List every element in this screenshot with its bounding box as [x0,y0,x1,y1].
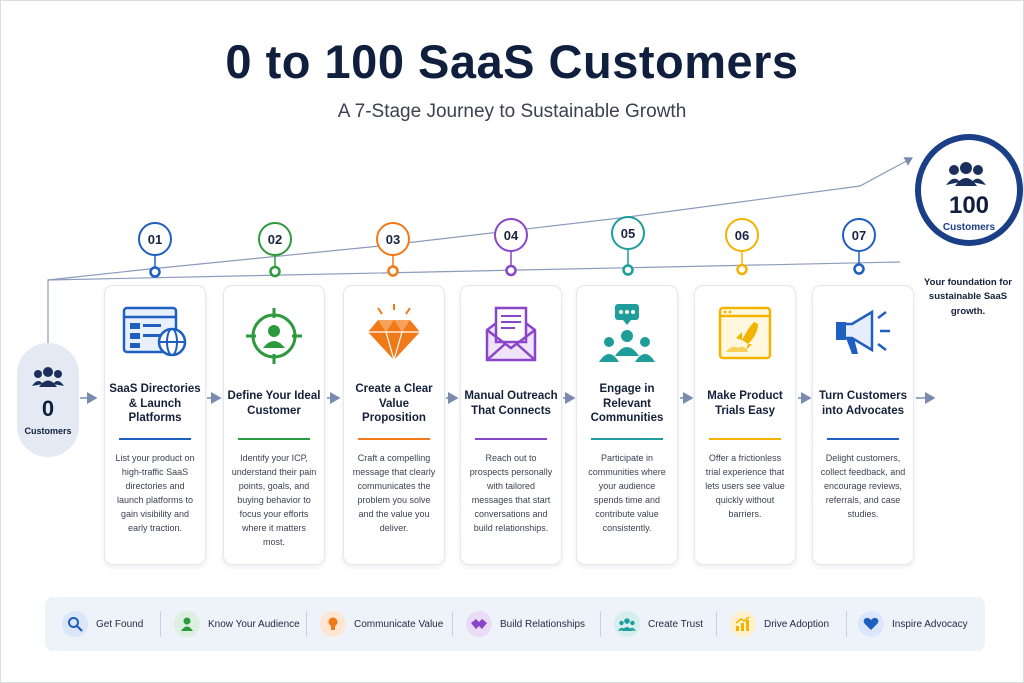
stage-title: Manual Outreach That Connects [464,390,558,417]
stage-underline [238,438,310,440]
stage-title: Create a Clear Value Proposition [355,382,433,425]
legend-divider [600,611,601,637]
people-icon [32,367,64,387]
stage-number-1: 01 [138,222,172,256]
stage-description: Reach out to prospects personally with t… [469,453,553,533]
search-icon [62,611,88,637]
stage-card-5: Engage in Relevant Communities Participa… [576,285,678,565]
people-icon [946,162,986,186]
stage-card-3: Create a Clear Value Proposition Craft a… [343,285,445,565]
stage-card-1: SaaS Directories & Launch Platforms List… [104,285,206,565]
page-title: 0 to 100 SaaS Customers [225,35,799,88]
stage-underline [591,438,663,440]
stage-dot [505,264,517,277]
stage-number-text: 07 [851,227,867,243]
legend-label: Communicate Value [354,618,444,630]
stage-title: Make Product Trials Easy [707,390,783,417]
legend-item-create-trust: Create Trust [614,607,703,641]
legend-divider [716,611,717,637]
stage-number-2: 02 [258,222,292,256]
legend-bar [45,597,985,651]
end-label: Customers [942,222,996,233]
legend-divider [160,611,161,637]
stage-number-text: 04 [503,227,519,243]
legend-item-know-your-audience: Know Your Audience [174,607,300,641]
stage-number-4: 04 [494,218,528,252]
start-count: 0 [41,396,55,421]
legend-item-inspire-advocacy: Inspire Advocacy [858,607,968,641]
heart-icon [858,611,884,637]
stage-number-text: 05 [620,225,636,241]
stage-underline [709,438,781,440]
legend-label: Inspire Advocacy [892,618,968,630]
stage-number-7: 07 [842,218,876,252]
stage-underline [827,438,899,440]
start-node [17,343,79,457]
community-icon [577,304,677,368]
legend-item-get-found: Get Found [62,607,143,641]
stage-description: Identify your ICP, understand their pain… [231,453,317,547]
stage-underline [119,438,191,440]
legend-divider [846,611,847,637]
lightbulb-icon [320,611,346,637]
stage-dot [622,264,634,276]
stage-title: Turn Customers into Advocates [819,390,907,417]
stage-description: List your product on high-traffic SaaS d… [115,453,195,533]
stage-card-2: Define Your Ideal Customer Identify your… [223,285,325,565]
stage-number-6: 06 [725,218,759,252]
stage-underline [475,438,547,440]
stage-card-7: Turn Customers into Advocates Delight cu… [812,285,914,565]
end-count: 100 [948,192,990,219]
legend-label: Know Your Audience [208,618,300,630]
stage-description: Offer a frictionless trial experience th… [705,453,785,519]
stage-description: Delight customers, collect feedback, and… [820,453,906,519]
stage-dot [853,263,865,275]
stage-number-3: 03 [376,222,410,256]
stage-description: Craft a compelling message that clearly … [352,453,436,533]
target-person-icon [224,304,324,368]
legend-item-communicate-value: Communicate Value [320,607,443,641]
legend-label: Get Found [96,618,144,630]
group-icon [614,611,640,637]
start-label: Customers [24,426,72,436]
stage-card-6: Make Product Trials Easy Offer a frictio… [694,285,796,565]
rocket-window-icon [695,304,795,368]
page-subtitle: A 7-Stage Journey to Sustainable Growth [337,101,687,122]
envelope-icon [461,304,561,368]
stage-dot [387,265,399,277]
stage-title: Define Your Ideal Customer [227,390,321,417]
stage-dot [149,266,161,278]
legend-item-drive-adoption: Drive Adoption [730,607,829,641]
person-icon [174,611,200,637]
stage-underline [358,438,430,440]
growth-chart-icon [730,611,756,637]
stage-number-text: 03 [385,231,401,247]
stage-title: Engage in Relevant Communities [590,382,664,425]
stage-title: SaaS Directories & Launch Platforms [109,382,201,425]
legend-label: Build Relationships [500,618,586,630]
stage-dot [736,263,748,276]
end-node [915,134,1023,246]
browser-globe-icon [105,304,205,368]
stage-number-text: 01 [147,231,163,247]
legend-label: Drive Adoption [764,618,830,630]
legend-label: Create Trust [648,618,704,630]
stage-number-text: 02 [267,231,283,247]
end-note: Your foundation for sustainable SaaS gro… [924,277,1012,317]
megaphone-icon [813,304,913,368]
legend-divider [306,611,307,637]
stage-dot [269,265,281,278]
legend-item-build-relationships: Build Relationships [466,607,585,641]
stage-card-4: Manual Outreach That Connects Reach out … [460,285,562,565]
diamond-icon [344,304,444,368]
handshake-icon [466,611,492,637]
stage-description: Participate in communities where your au… [588,453,666,533]
legend-divider [452,611,453,637]
stage-number-5: 05 [611,216,645,250]
stage-number-text: 06 [734,227,750,243]
